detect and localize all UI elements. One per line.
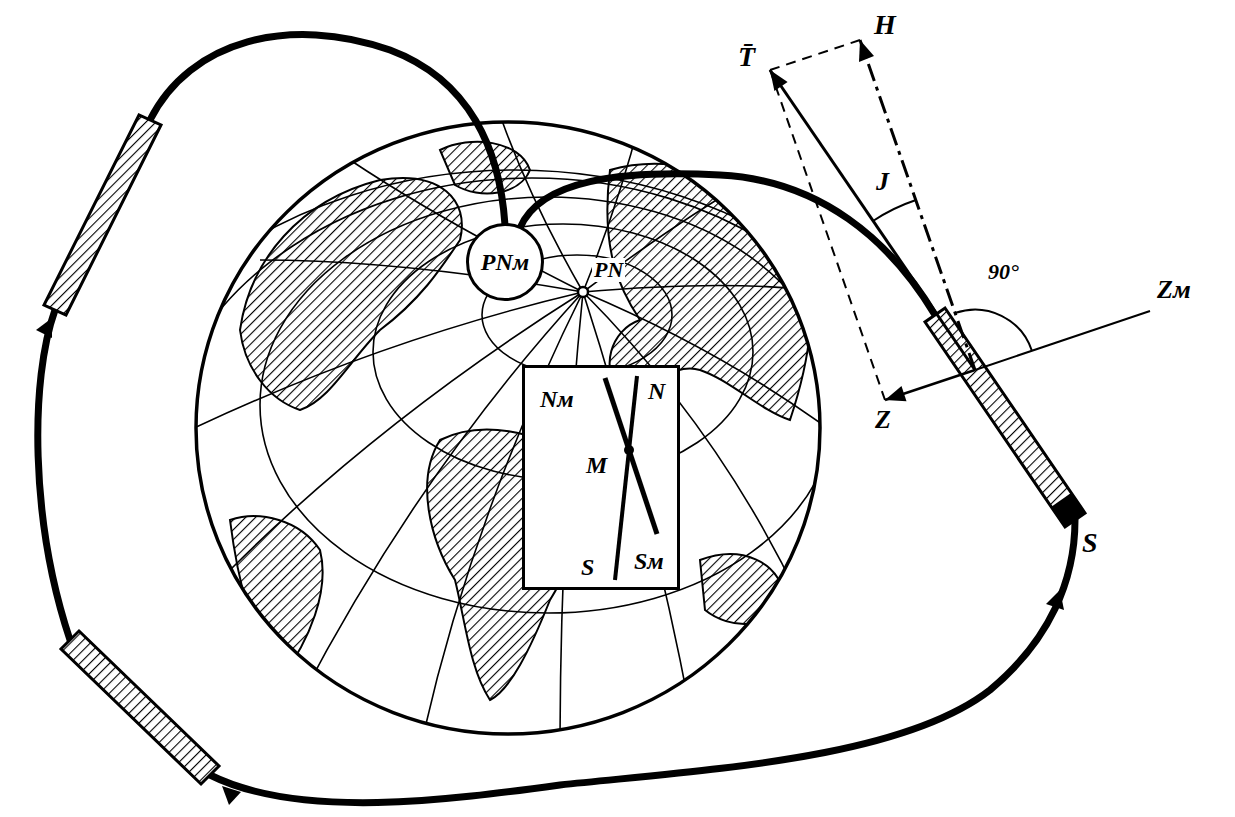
angle-value: 90° (986, 260, 1021, 284)
parallel-dash (770, 70, 885, 400)
continents (230, 142, 811, 700)
illustration-part (61, 631, 219, 784)
compass-letter: Nм (539, 386, 575, 412)
compass-letter: Sм (633, 548, 665, 574)
vector-heads (770, 40, 907, 401)
illustration-part (260, 197, 836, 613)
pole-letter: S (1080, 528, 1100, 559)
illustration-part (583, 285, 810, 292)
vertical-axis (975, 311, 1150, 370)
illustration-part (440, 142, 530, 194)
compass-letter: M (585, 452, 608, 478)
illustration-part (230, 516, 323, 680)
graticule (65, 115, 965, 817)
field-lines (38, 35, 1075, 803)
illustration-part (520, 174, 935, 315)
parallel-dash (770, 40, 860, 70)
illustration-part (160, 178, 904, 758)
illustration-part (770, 70, 788, 91)
illustration-part (859, 40, 874, 62)
illustration-part (222, 786, 241, 805)
globe-surface (65, 115, 965, 817)
axis-letter: Zм (1155, 276, 1193, 305)
illustration-part (240, 178, 462, 410)
illustration-part (65, 170, 965, 817)
illustration-part (38, 35, 1075, 803)
illustration-part (1046, 590, 1064, 610)
compass-card: Nм N M S Sм (522, 365, 680, 590)
angle-letter: J (874, 168, 891, 197)
pole-label: PN (592, 258, 625, 282)
needle-pivot (624, 445, 634, 455)
pole-label: PNм (481, 249, 529, 275)
compass-letter: N (647, 378, 666, 404)
horizontal-component (860, 40, 975, 370)
illustration-part (583, 180, 750, 292)
dip-angle-arc (873, 200, 916, 221)
compass-letter: S (580, 554, 595, 580)
right-angle-arc (955, 310, 1032, 351)
illustration-part (36, 318, 52, 338)
field-line-bars (44, 115, 219, 784)
field-arrows (36, 318, 1064, 805)
vector-letter: T̄ (736, 42, 757, 73)
globe-outline (196, 122, 820, 734)
vector-letter: H (872, 10, 898, 41)
illustration-part (44, 115, 161, 315)
magnet-south-end (1051, 493, 1085, 527)
total-vector (770, 70, 975, 370)
vector-letter: Z (873, 406, 893, 435)
pole-circle: PNм (466, 223, 544, 301)
field-vectors (770, 40, 1150, 400)
illustration-part (885, 386, 907, 401)
geographic-pole (578, 287, 588, 297)
